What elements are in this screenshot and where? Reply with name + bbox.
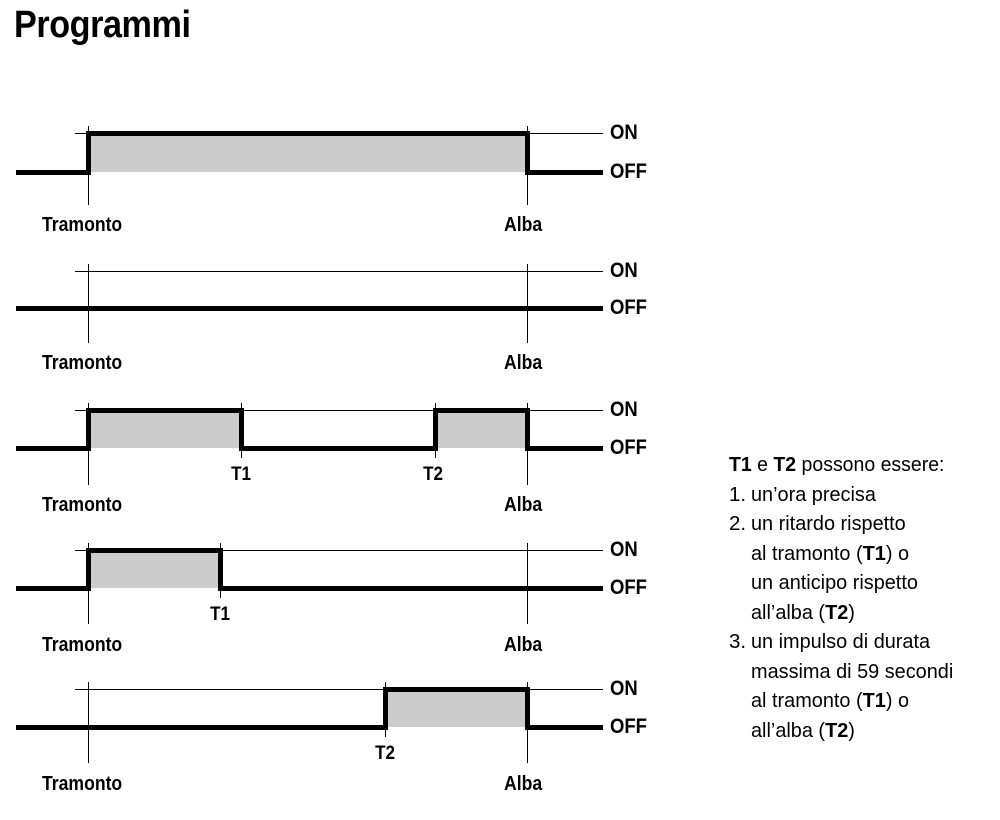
legend-item-2: 2. un ritardo rispetto al tramonto (T1) … bbox=[729, 509, 997, 627]
marker-label-t1: T1 bbox=[210, 604, 231, 625]
legend-line: massima di 59 secondi bbox=[751, 659, 954, 683]
state-label-off: OFF bbox=[610, 160, 647, 183]
axis-label-sunrise: Alba bbox=[504, 773, 543, 795]
marker-label-t2: T2 bbox=[423, 464, 444, 485]
legend-line: all’alba (T2) bbox=[751, 718, 855, 742]
on-reference-line bbox=[75, 689, 603, 690]
axis-label-sunset: Tramonto bbox=[42, 634, 123, 656]
signal-off-after bbox=[525, 446, 603, 451]
on-pulse-fill-1 bbox=[88, 410, 241, 448]
legend-item-1: 1. un’ora precisa bbox=[729, 480, 997, 510]
signal-off-after bbox=[218, 586, 603, 591]
signal-off-before bbox=[16, 446, 90, 451]
axis-label-sunrise: Alba bbox=[504, 634, 543, 656]
state-label-on: ON bbox=[610, 398, 638, 421]
legend-item-text: un ritardo rispetto al tramonto (T1) o u… bbox=[751, 509, 997, 627]
signal-off-after bbox=[525, 725, 603, 730]
signal-off-level bbox=[16, 306, 603, 311]
state-label-on: ON bbox=[610, 538, 638, 561]
on-pulse-fill-2 bbox=[435, 410, 527, 448]
signal-on-level-2 bbox=[433, 408, 529, 413]
signal-rise-edge bbox=[383, 687, 388, 730]
axis-label-sunset: Tramonto bbox=[42, 352, 123, 374]
state-label-off: OFF bbox=[610, 715, 647, 738]
page-title: Programmi bbox=[14, 4, 191, 46]
state-label-off: OFF bbox=[610, 296, 647, 319]
on-pulse-fill bbox=[385, 689, 527, 727]
signal-rise-edge bbox=[86, 548, 91, 591]
on-pulse-fill bbox=[88, 550, 220, 588]
signal-rise-edge-1 bbox=[86, 408, 91, 451]
signal-fall-edge-1 bbox=[239, 408, 244, 451]
legend-item-text: un impulso di durata massima di 59 secon… bbox=[751, 627, 997, 745]
signal-off-after bbox=[525, 170, 603, 175]
legend-line: un’ora precisa bbox=[751, 482, 876, 506]
timing-diagram-group: ON OFF Tramonto Alba ON OFF Tramonto Alb… bbox=[16, 121, 647, 795]
legend-panel: T1 e T2 possono essere: 1. un’ora precis… bbox=[729, 450, 997, 745]
on-reference-line bbox=[75, 550, 603, 551]
signal-off-before bbox=[16, 725, 387, 730]
legend-item-number: 2. bbox=[729, 512, 747, 535]
on-pulse-fill bbox=[88, 133, 527, 172]
signal-on-level bbox=[86, 548, 222, 553]
state-label-on: ON bbox=[610, 677, 638, 700]
signal-on-level-1 bbox=[86, 408, 243, 413]
marker-label-t1: T1 bbox=[231, 464, 252, 485]
axis-label-sunset: Tramonto bbox=[42, 494, 123, 516]
signal-off-mid bbox=[239, 446, 437, 451]
signal-off-before bbox=[16, 586, 90, 591]
tick-sunset bbox=[88, 682, 89, 763]
on-reference-line bbox=[75, 410, 603, 411]
legend-item-text: un’ora precisa bbox=[751, 480, 997, 510]
legend-line: un ritardo rispetto bbox=[751, 512, 906, 535]
signal-fall-edge bbox=[525, 687, 530, 730]
axis-label-sunset: Tramonto bbox=[42, 773, 123, 795]
signal-rise-edge-2 bbox=[433, 408, 438, 451]
legend-heading-tail: possono essere: bbox=[796, 453, 945, 476]
signal-rise-edge bbox=[86, 131, 91, 175]
tick-sunrise bbox=[527, 543, 528, 624]
axis-label-sunrise: Alba bbox=[504, 494, 543, 516]
legend-line: al tramonto (T1) o bbox=[751, 689, 910, 712]
legend-item-3: 3. un impulso di durata massima di 59 se… bbox=[729, 627, 997, 745]
state-label-off: OFF bbox=[610, 436, 647, 459]
axis-label-sunrise: Alba bbox=[504, 352, 543, 374]
axis-label-sunrise: Alba bbox=[504, 214, 543, 236]
legend-line: all’alba (T2) bbox=[751, 600, 855, 624]
legend-heading-conj: e bbox=[751, 453, 774, 476]
legend-item-number: 3. bbox=[729, 630, 747, 653]
on-reference-line bbox=[75, 271, 603, 272]
axis-label-sunset: Tramonto bbox=[42, 214, 123, 236]
state-label-off: OFF bbox=[610, 576, 647, 599]
signal-fall-edge bbox=[525, 131, 530, 175]
signal-off-before bbox=[16, 170, 90, 175]
legend-heading-t1: T1 bbox=[729, 453, 752, 476]
state-label-on: ON bbox=[610, 259, 638, 282]
legend-line: un impulso di durata bbox=[751, 630, 931, 653]
tick-sunset bbox=[88, 264, 89, 343]
marker-label-t2: T2 bbox=[375, 743, 396, 764]
legend-heading: T1 e T2 possono essere: bbox=[729, 450, 984, 480]
legend-heading-t2: T2 bbox=[773, 453, 797, 476]
legend-item-number: 1. bbox=[729, 482, 747, 506]
legend-line: al tramonto (T1) o bbox=[751, 541, 910, 565]
signal-fall-edge-2 bbox=[525, 408, 530, 451]
signal-on-level bbox=[86, 131, 529, 136]
signal-fall-edge bbox=[218, 548, 223, 591]
state-label-on: ON bbox=[610, 121, 638, 144]
tick-sunrise bbox=[527, 264, 528, 343]
legend-line: un anticipo rispetto bbox=[751, 571, 918, 594]
signal-on-level bbox=[383, 687, 529, 692]
